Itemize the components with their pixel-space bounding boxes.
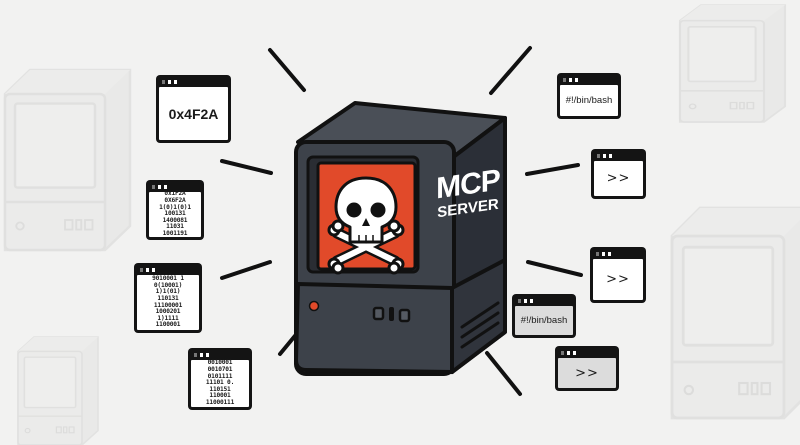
line-left-upper [220,159,273,175]
code-line: 100131 [164,210,186,218]
power-led [308,300,320,312]
hex-window-text: 0x4F2A [159,87,228,140]
drive-bay-1 [372,306,385,321]
line-top-right [489,46,532,95]
faded-server-top-right [678,3,787,124]
skull-crossbones-icon [327,176,405,275]
line-top-left [268,48,306,92]
code-line: 1001191 [162,229,188,237]
faded-server-left [3,68,132,252]
mcp-server [294,101,507,376]
bash-top-text: #!/bin/bash [560,85,618,116]
code-line: 1400081 [162,216,188,224]
line-right-lower [526,260,583,277]
drive-bay-3 [398,308,411,323]
prompt-3-text: >> [558,358,616,388]
hex-window: 0x4F2A [156,75,231,143]
faded-server-right [670,206,800,420]
bash-window-bottom: #!/bin/bash [512,294,576,338]
radiating-lines [220,46,583,396]
line-left-lower [220,260,272,280]
code-line: 1)1111 [157,314,179,322]
prompt-window-3: >> [555,346,619,391]
code-line: 0101111 [207,372,233,380]
code-line: 110001 [209,392,231,400]
code-line: 0010001 [207,359,233,367]
faded-server-bottom-left [17,336,99,445]
code-line: 110151 [209,385,231,393]
prompt-window-1: >> [591,149,646,199]
bash-window-top: #!/bin/bash [557,73,621,119]
code-line: 1(0)1(0)1 [159,203,191,211]
code-line: 0010701 [207,366,233,374]
code-line: 0(10001) [153,281,183,289]
code-line: 11100001 [153,301,183,309]
code-line: 9010001 1 [152,275,184,283]
code-line: 1000201 [155,308,181,316]
bash-bottom-text: #!/bin/bash [515,306,573,335]
code-line: 11101 0. [205,379,235,387]
code-line: 11000111 [205,398,235,406]
server-label: MCP SERVER [433,164,503,222]
drive-bay-2 [389,307,394,321]
code-line: 11031 [166,223,184,231]
prompt-2-text: >> [593,259,643,300]
code-line: 110131 [157,294,179,302]
code-line: 0X6F2A [164,197,186,205]
line-right-upper [525,163,580,176]
server-base [294,282,454,374]
line-bottom-right [485,351,522,396]
code-line: 0x1F2A [164,190,186,198]
prompt-1-text: >> [594,161,643,196]
prompt-window-2: >> [590,247,646,303]
code-line: 1)1(01) [155,288,181,296]
code-line: 1100001 [155,321,181,329]
